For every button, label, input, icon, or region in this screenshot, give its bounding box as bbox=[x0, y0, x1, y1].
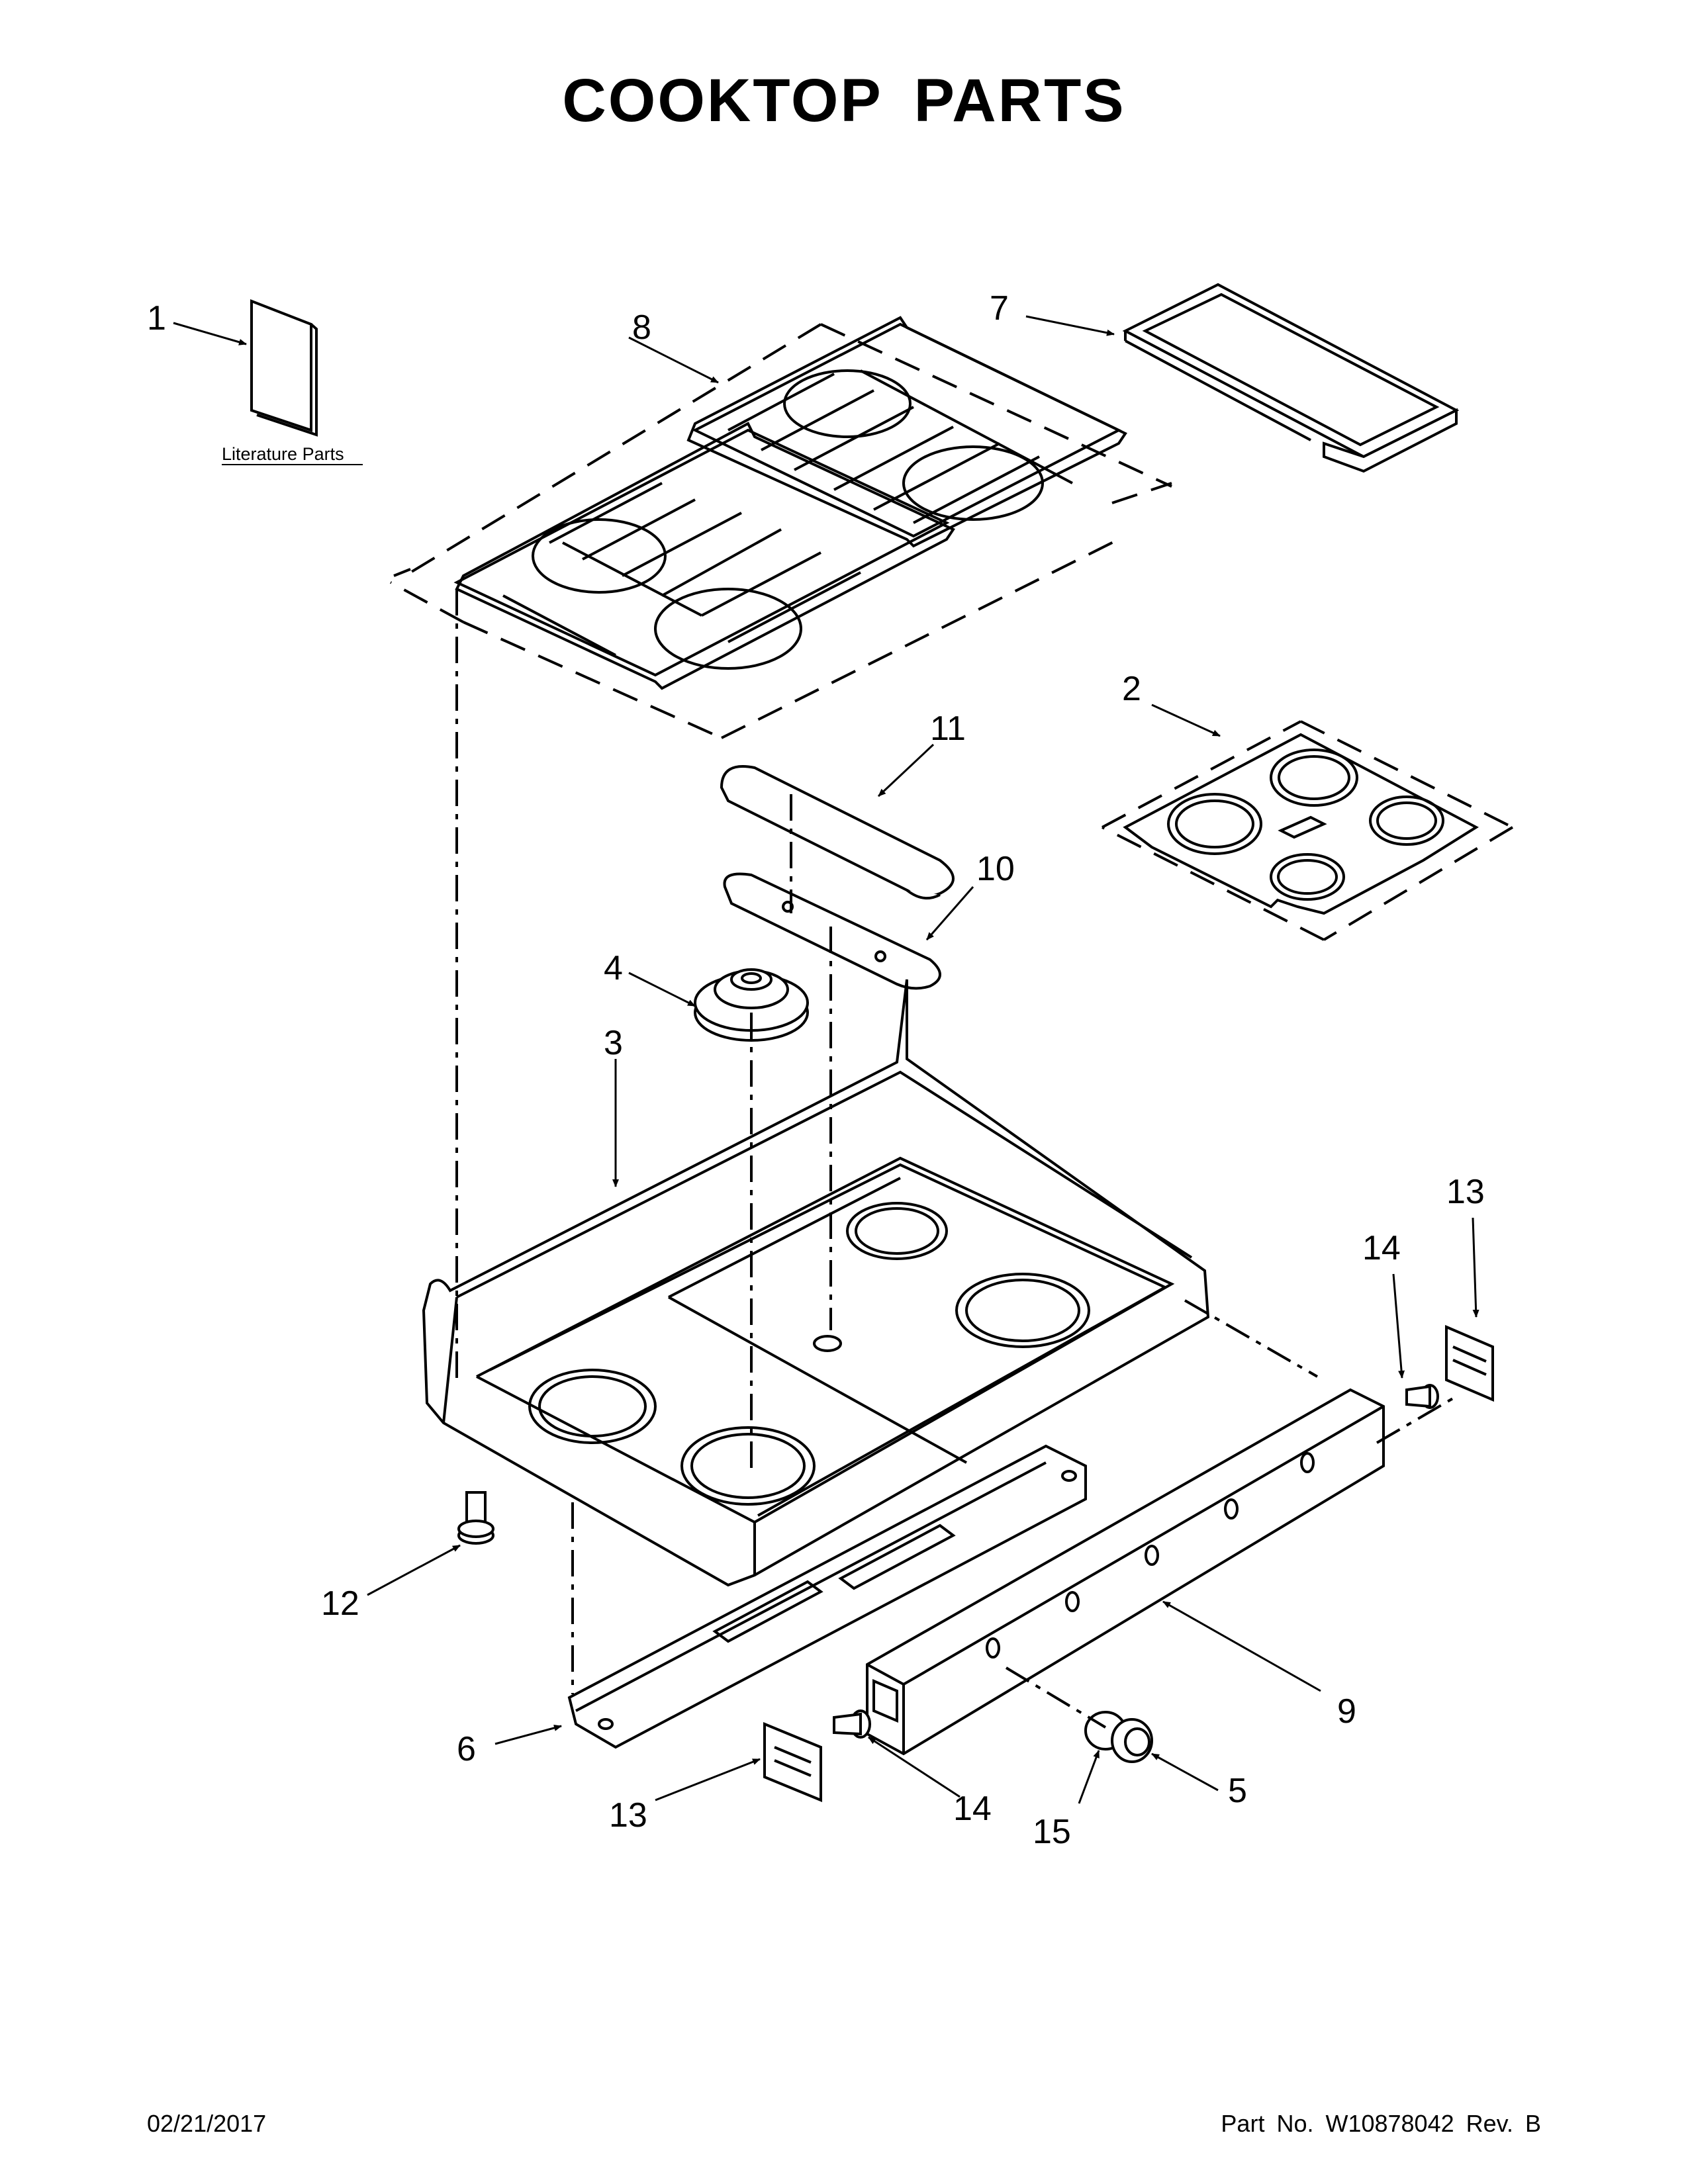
end-clip-right bbox=[1445, 1324, 1494, 1402]
control-knob bbox=[1084, 1711, 1153, 1763]
callout-5: 5 bbox=[1228, 1772, 1247, 1810]
callout-9: 9 bbox=[1337, 1692, 1356, 1731]
callout-14-right: 14 bbox=[1362, 1229, 1401, 1267]
griddle bbox=[1122, 283, 1460, 473]
callout-2: 2 bbox=[1122, 670, 1141, 708]
page-title: COOKTOP PARTS bbox=[562, 67, 1126, 134]
main-cooktop bbox=[422, 979, 1210, 1587]
callout-6: 6 bbox=[457, 1730, 476, 1768]
front-bracket bbox=[567, 1444, 1087, 1749]
literature-parts-label: Literature Parts bbox=[222, 444, 344, 464]
callout-10: 10 bbox=[976, 850, 1015, 888]
leveling-leg bbox=[457, 1491, 494, 1545]
callout-14-left: 14 bbox=[953, 1790, 992, 1828]
footer-part-number: Part No. W10878042 Rev. B bbox=[1221, 2110, 1541, 2137]
end-clip-left bbox=[763, 1722, 822, 1802]
callout-13-right: 13 bbox=[1446, 1173, 1485, 1211]
leader-lines bbox=[173, 315, 1479, 1804]
literature-booklet bbox=[250, 299, 318, 437]
callout-11: 11 bbox=[930, 709, 966, 748]
burner-grates bbox=[390, 316, 1172, 739]
cooktop-glass bbox=[1102, 720, 1514, 941]
footer-date: 02/21/2017 bbox=[147, 2110, 267, 2137]
callout-3: 3 bbox=[604, 1024, 623, 1062]
callout-12: 12 bbox=[321, 1584, 359, 1623]
callout-7: 7 bbox=[990, 289, 1009, 328]
center-oval-cover bbox=[720, 765, 955, 900]
callout-15: 15 bbox=[1033, 1813, 1071, 1851]
callout-1: 1 bbox=[147, 299, 166, 338]
callout-4: 4 bbox=[604, 949, 623, 987]
callout-13-left: 13 bbox=[609, 1796, 647, 1835]
assembly-guides bbox=[455, 589, 1458, 1729]
screw-right bbox=[1405, 1384, 1439, 1409]
screw-left bbox=[833, 1709, 871, 1739]
callout-8: 8 bbox=[632, 308, 651, 347]
